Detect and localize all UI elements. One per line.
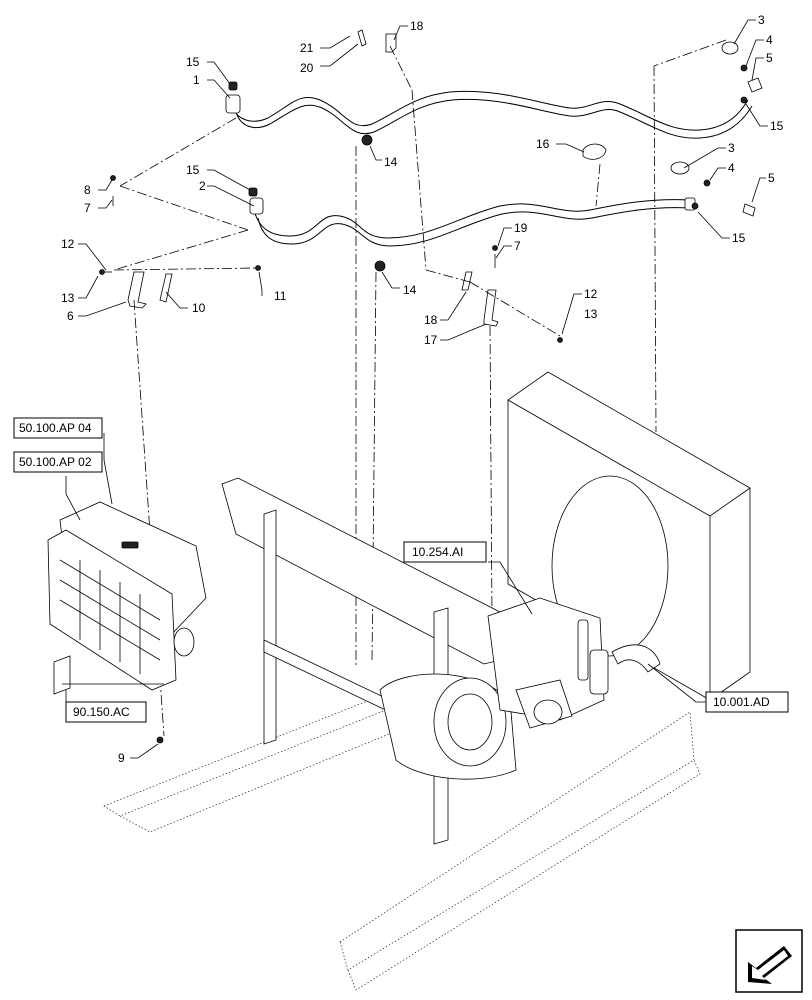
callout-12: 12 — [584, 287, 598, 301]
clamp-15-top — [228, 81, 238, 91]
valve-5-top — [747, 77, 763, 93]
nut-11 — [255, 265, 261, 271]
callout-5: 5 — [768, 171, 775, 185]
callout-13: 13 — [584, 307, 598, 321]
callout-leaders — [65, 19, 768, 759]
callout-4: 4 — [728, 161, 735, 175]
callout-12: 12 — [61, 237, 75, 251]
hardware — [99, 29, 763, 744]
callout-7: 7 — [84, 201, 91, 215]
upper-hose — [225, 90, 753, 139]
bolt-19 — [492, 245, 498, 251]
callout-9: 9 — [118, 751, 125, 765]
clamp-15-mid — [248, 187, 258, 197]
callout-16: 16 — [536, 137, 550, 151]
bolt-8 — [110, 175, 116, 181]
radiator-module — [47, 501, 207, 695]
grommet-14-lower — [374, 260, 386, 272]
engine — [487, 597, 661, 729]
callout-15: 15 — [770, 119, 784, 133]
callout-15: 15 — [186, 55, 200, 69]
ref-10-001-ad[interactable]: 10.001.AD — [713, 695, 770, 709]
ref-box-ai[interactable] — [403, 541, 487, 563]
ref-box-ac[interactable] — [65, 701, 147, 723]
callout-7: 7 — [514, 239, 521, 253]
bracket-10 — [159, 273, 173, 303]
callout-18: 18 — [410, 19, 424, 33]
clamp-15-right — [740, 96, 748, 104]
callout-labels: 15 1 15 2 8 7 12 13 6 10 11 21 20 18 14 … — [61, 13, 784, 765]
callout-10: 10 — [192, 301, 206, 315]
valve-5-lower — [742, 203, 756, 217]
callout-21: 21 — [300, 41, 314, 55]
callout-3: 3 — [758, 13, 765, 27]
bracket-18-top — [385, 33, 397, 53]
ref-10-254-ai[interactable]: 10.254.AI — [412, 545, 463, 559]
washer-4-lower — [703, 179, 711, 187]
grommet-14-top — [361, 134, 373, 146]
bracket-17 — [483, 289, 499, 327]
callout-20: 20 — [300, 61, 314, 75]
cap-3-lower — [670, 161, 690, 175]
callout-15: 15 — [732, 231, 746, 245]
next-page-arrow-icon[interactable] — [735, 929, 803, 993]
lower-hose — [249, 197, 696, 247]
clip-21 — [357, 29, 367, 47]
hose-fitting-left — [225, 94, 241, 114]
callout-1: 1 — [193, 73, 200, 87]
callout-4: 4 — [766, 33, 773, 47]
ref-box-ap02[interactable] — [13, 451, 103, 473]
callout-18: 18 — [424, 313, 438, 327]
hose-fitting-lower — [249, 197, 264, 215]
callout-15: 15 — [186, 163, 200, 177]
cap-3-top — [721, 41, 739, 55]
bolt-9 — [156, 736, 164, 744]
frame — [221, 477, 517, 845]
ref-50-100-ap04[interactable]: 50.100.AP 04 — [19, 421, 92, 435]
callout-5: 5 — [766, 51, 773, 65]
ref-50-100-ap02[interactable]: 50.100.AP 02 — [19, 455, 92, 469]
ref-box-ad[interactable] — [705, 691, 789, 713]
callout-2: 2 — [199, 179, 206, 193]
ref-box-ap04[interactable] — [13, 417, 103, 439]
callout-19: 19 — [514, 221, 528, 235]
callout-6: 6 — [67, 309, 74, 323]
callout-8: 8 — [84, 183, 91, 197]
reference-boxes: 50.100.AP 04 50.100.AP 02 90.150.AC 10.2… — [13, 417, 789, 723]
callout-3: 3 — [728, 141, 735, 155]
bracket-6 — [127, 271, 147, 309]
callout-17: 17 — [424, 333, 438, 347]
clamp-15-lower-right — [691, 202, 699, 210]
grommet-16 — [582, 143, 607, 160]
ref-90-150-ac[interactable]: 90.150.AC — [73, 705, 130, 719]
callout-11: 11 — [274, 289, 287, 303]
callout-13: 13 — [61, 291, 75, 305]
callout-14: 14 — [403, 283, 417, 297]
washer-4-top — [740, 64, 748, 72]
nut-13-right — [557, 337, 563, 343]
nut-13-left — [99, 269, 105, 275]
callout-14: 14 — [384, 155, 398, 169]
